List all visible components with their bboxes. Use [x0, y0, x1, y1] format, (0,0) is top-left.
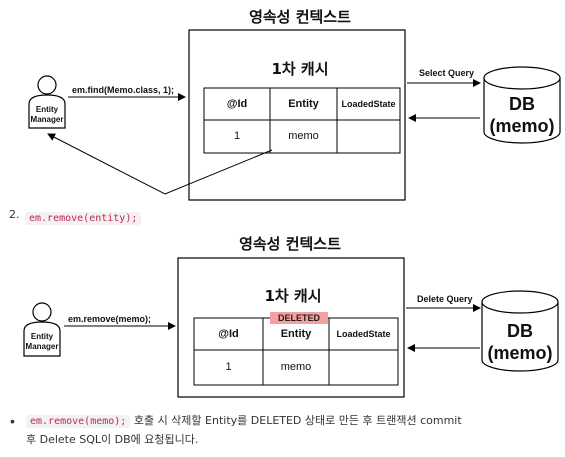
db-label-1: DB (memo) [489, 94, 555, 136]
table-header-loadedstate: LoadedState [341, 99, 396, 109]
persistence-context-title-1: 영속성 컨텍스트 [249, 8, 351, 26]
db-cylinder-1 [483, 66, 561, 144]
table2-header-loadedstate: LoadedState [336, 329, 391, 339]
bullet-text-line2: 후 Delete SQL이 DB에 요청됩니다. [26, 433, 199, 446]
table-cell-entity: memo [288, 130, 319, 142]
persistence-context-title-2: 영속성 컨텍스트 [239, 235, 341, 253]
find-call-label: em.find(Memo.class, 1); [72, 85, 175, 95]
step-code: em.remove(entity); [25, 212, 142, 225]
bullet-text-line1: 호출 시 삭제할 Entity를 DELETED 상태로 만든 후 트랜잭션 c… [133, 414, 462, 427]
entity-manager-actor-2 [23, 302, 61, 357]
cache-title-1: 1차 캐시 [271, 60, 329, 78]
entity-manager-actor-1 [28, 75, 66, 129]
entity-manager-label-1: Entity Manager [30, 105, 64, 124]
table2-header-entity: Entity [280, 328, 312, 340]
db-label-2: DB (memo) [487, 321, 553, 363]
step-code-wrap: em.remove(entity); [25, 208, 142, 226]
step-number: 2. [9, 208, 20, 221]
delete-query-label: Delete Query [417, 294, 473, 304]
bullet-dot: • [10, 413, 15, 429]
bullet-code: em.remove(memo); [26, 415, 131, 428]
table-header-entity: Entity [288, 98, 319, 110]
return-arrow [47, 133, 273, 195]
table2-cell-entity: memo [280, 361, 312, 373]
deleted-badge: DELETED [270, 312, 328, 324]
table-cell-id: 1 [233, 130, 241, 142]
table-header-id: @Id [226, 98, 248, 110]
select-query-label: Select Query [419, 68, 475, 78]
cache-title-2: 1차 캐시 [264, 287, 322, 305]
remove-call-label: em.remove(memo); [68, 314, 152, 324]
bullet-paragraph: em.remove(memo); 호출 시 삭제할 Entity를 DELETE… [26, 412, 556, 449]
table2-cell-id: 1 [225, 361, 232, 373]
db-cylinder-2 [481, 290, 559, 372]
table2-header-id: @Id [218, 328, 239, 340]
entity-manager-label-2: Entity Manager [25, 332, 59, 351]
cache-table-2 [193, 317, 399, 386]
